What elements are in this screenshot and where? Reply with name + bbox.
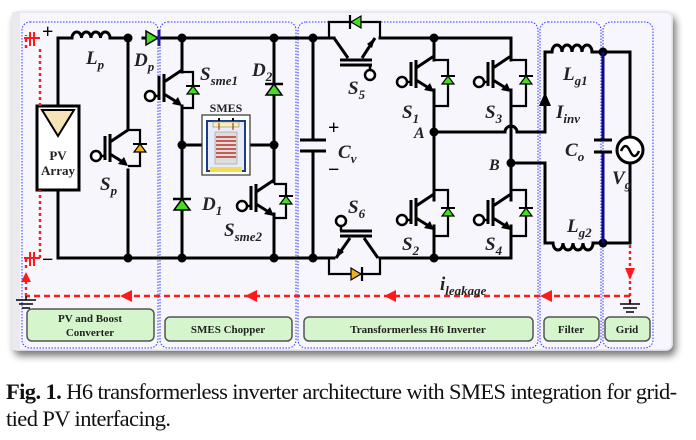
svg-text:D2: D2 [251,60,273,84]
diode-d2: D2 [251,36,285,147]
svg-text:Sp: Sp [100,174,118,198]
h-bridge-rails [432,36,513,260]
region-smes-chopper [159,21,297,349]
grid-source-vg: Vg [612,135,645,192]
diode-d1: D1 [171,143,222,260]
diagram-panel [11,11,673,351]
switch-s6: S6 [311,197,436,282]
inductor-lg2: Lg2 [551,160,632,252]
svg-text:Lp: Lp [85,48,105,72]
switch-s2: S2 [395,188,456,260]
svg-text:S6: S6 [348,197,366,221]
tag-pv-boost: PV and Boost Converter [26,308,155,342]
capacitor-cv: + − Cv [300,36,357,260]
svg-text:SMES Chopper: SMES Chopper [191,324,265,336]
leakage-arrow-up [21,272,31,282]
svg-text:ileakage: ileakage [440,274,487,298]
svg-text:+: + [328,117,339,139]
svg-text:S4: S4 [485,234,503,258]
inductor-lg1: Lg1 [550,43,632,142]
parasitic-cap-top [24,32,40,46]
svg-text:S1: S1 [402,102,419,126]
region-pv-boost [21,21,159,349]
svg-text:PV and Boost: PV and Boost [58,313,122,325]
svg-text:S2: S2 [402,234,420,258]
svg-text:D1: D1 [201,194,222,218]
svg-text:A: A [413,125,425,142]
bottom-rail [56,188,336,260]
parasitic-cap-bottom [24,252,40,266]
ground-icon-right [620,300,640,313]
region-h6-inverter [297,21,539,349]
figure-caption: Fig. 1. H6 transformerless inverter arch… [6,378,696,432]
tag-grid: Grid [604,316,651,342]
leakage-arrow-left [540,290,552,302]
svg-text:Array: Array [41,163,75,178]
svg-text:SMES: SMES [210,101,243,115]
diode-dp: Dp [133,29,161,74]
switch-ssme2: Ssme2 [224,143,294,260]
svg-text:Lg2: Lg2 [566,216,592,240]
switch-sp: Sp [89,36,148,260]
leakage-current-path: ileakage [21,32,635,305]
ground-icon-left [16,296,36,309]
leakage-arrow-down [625,268,635,280]
svg-text:Converter: Converter [66,327,114,339]
caption-prefix: Fig. 1. [6,379,62,404]
svg-text:Filter: Filter [558,324,584,336]
tag-h6-inverter: Transformerless H6 Inverter [303,316,534,342]
tag-filter: Filter [543,316,600,342]
svg-text:Co: Co [565,140,585,164]
smes-coil: SMES [180,101,276,176]
svg-text:Ssme2: Ssme2 [224,220,263,244]
caption-text: H6 transformerless inverter architecture… [6,379,677,431]
switch-s3: S3 [472,36,534,202]
switch-s4: S4 [472,188,534,260]
minus-sign: − [42,249,53,271]
plus-sign: + [42,21,53,43]
node-a-output: Iinv [432,50,580,134]
svg-text:Dp: Dp [133,50,155,74]
svg-text:PV: PV [49,148,67,163]
svg-text:Vg: Vg [612,168,632,192]
switch-s1: S1 [395,36,456,202]
svg-text:S5: S5 [348,78,366,102]
svg-text:Cv: Cv [338,142,357,166]
svg-text:Lg1: Lg1 [562,64,588,88]
svg-text:Grid: Grid [616,324,639,336]
switch-s5: S5 [311,14,436,102]
circuit-diagram: PV and Boost Converter SMES Chopper Tran… [11,11,673,351]
node-b-output [509,161,555,245]
region-filter [539,21,602,349]
svg-text:B: B [488,157,500,174]
inductor-lp: Lp [70,30,112,72]
tag-smes-chopper: SMES Chopper [164,316,293,342]
svg-text:Iinv: Iinv [555,102,580,126]
pv-array: PV Array [35,100,81,192]
capacitor-co: Co [565,52,612,243]
svg-text:Transformerless H6 Inverter: Transformerless H6 Inverter [350,324,486,336]
svg-text:Ssme1: Ssme1 [200,64,238,88]
svg-text:−: − [328,159,339,181]
svg-text:S3: S3 [485,102,503,126]
